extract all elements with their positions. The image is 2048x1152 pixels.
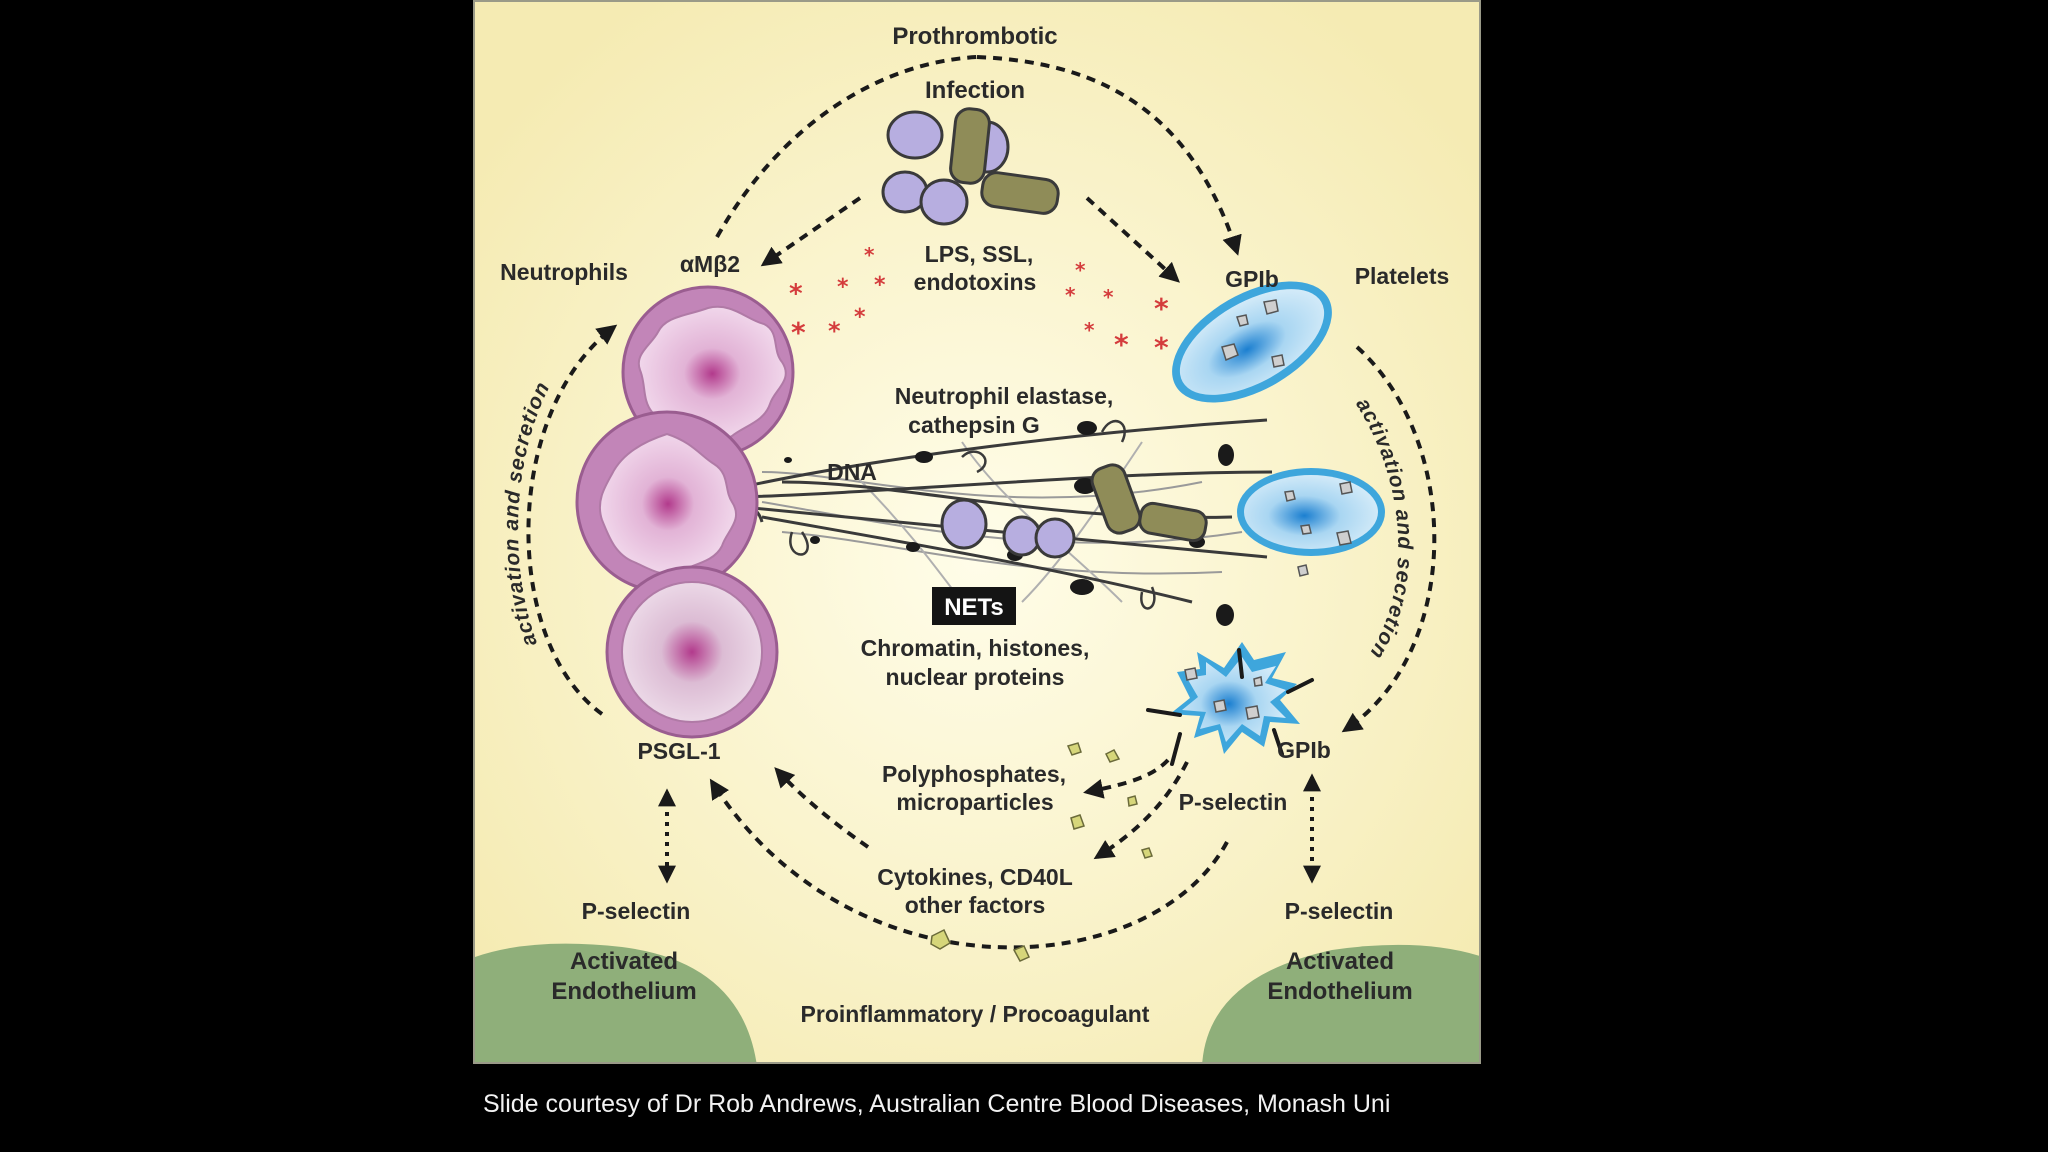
psgl1-label: PSGL-1	[637, 738, 720, 764]
cytokines-line1: Cytokines, CD40L	[877, 864, 1073, 890]
svg-text:*: *	[1154, 331, 1169, 364]
nets-badge-label: NETs	[944, 594, 1004, 621]
protease-line2: cathepsin G	[908, 412, 1040, 438]
svg-text:*: *	[791, 316, 806, 349]
prothrombotic-label: Prothrombotic	[892, 23, 1057, 50]
proinflammatory-arc	[709, 778, 1229, 950]
polyphosphates-line1: Polyphosphates,	[882, 761, 1066, 787]
endothelium-left-line2: Endothelium	[551, 978, 696, 1005]
svg-text:*: *	[837, 275, 849, 300]
nets-content-line1: Chromatin, histones,	[861, 635, 1090, 661]
gpib-bottom-label: GPIb	[1277, 737, 1331, 763]
proinflammatory-label: Proinflammatory / Procoagulant	[801, 1001, 1150, 1027]
platelet-resting-top	[1172, 281, 1332, 403]
left-pselectin-label: P-selectin	[582, 898, 691, 924]
platelet-activated	[1146, 642, 1314, 766]
svg-text:*: *	[1103, 285, 1114, 309]
svg-text:*: *	[789, 279, 803, 309]
infection-bacteria-cluster	[881, 107, 1060, 226]
platelet-resting-middle	[1237, 468, 1385, 556]
svg-text:*: *	[854, 305, 866, 330]
coccus	[886, 110, 944, 160]
trapped-bacteria	[940, 463, 1208, 559]
dna-label: DNA	[827, 459, 877, 485]
svg-text:*: *	[864, 243, 875, 267]
svg-text:*: *	[1065, 283, 1076, 307]
gpib-top-label: GPIb	[1225, 266, 1279, 292]
neutrophils-label: Neutrophils	[500, 259, 628, 285]
rod-bacterium	[949, 107, 991, 185]
platelets-label: Platelets	[1355, 263, 1450, 289]
platelet-secretion-arc	[1341, 345, 1437, 733]
svg-text:*: *	[1114, 328, 1129, 361]
polyphosphate-arrow	[1083, 758, 1170, 799]
released-particles	[930, 742, 1153, 962]
integrin-label: αMβ2	[680, 251, 740, 277]
polyphosphates-line2: microparticles	[896, 789, 1053, 815]
svg-text:*: *	[828, 317, 841, 345]
platelet-pselectin-label: P-selectin	[1179, 789, 1288, 815]
infection-to-neutrophil-arrow	[760, 196, 862, 267]
nets-badge-box	[932, 587, 1016, 625]
infection-products-line2: endotoxins	[914, 269, 1037, 295]
endothelium-right-line2: Endothelium	[1267, 978, 1412, 1005]
lps-asterisks: * * * * * * * * * * * * * *	[789, 243, 1169, 364]
endothelium-right-line1: Activated	[1286, 948, 1394, 975]
net-pathway-figure: * * * * * * * * * * * * * *	[473, 0, 1481, 1064]
loose-granule	[1297, 564, 1309, 577]
prothrombotic-arc-right	[976, 55, 1242, 256]
coccus	[919, 178, 969, 226]
right-pselectin-label: P-selectin	[1285, 898, 1394, 924]
svg-text:*: *	[1075, 258, 1086, 282]
slide-caption: Slide courtesy of Dr Rob Andrews, Austra…	[483, 1090, 1391, 1118]
infection-title: Infection	[925, 77, 1025, 104]
cytokine-arrow	[1093, 761, 1189, 860]
prothrombotic-arc-left	[715, 55, 978, 238]
neutrophil-activated-middle	[575, 410, 759, 594]
svg-text:*: *	[1154, 292, 1169, 325]
diagram-canvas: * * * * * * * * * * * * * *	[475, 2, 1479, 1062]
endothelium-left-line1: Activated	[570, 948, 678, 975]
svg-text:*: *	[1084, 318, 1095, 342]
nets-content-line2: nuclear proteins	[886, 664, 1065, 690]
protease-line1: Neutrophil elastase,	[895, 383, 1114, 409]
neutrophil-secretion-arc	[526, 324, 618, 716]
infection-to-platelet-arrow	[1085, 196, 1180, 283]
cytokines-line2: other factors	[905, 892, 1046, 918]
infection-products-line1: LPS, SSL,	[925, 241, 1034, 267]
endothelium-right-shape	[1202, 944, 1479, 1062]
svg-text:*: *	[874, 273, 886, 298]
endothelium-left-shape	[475, 943, 757, 1062]
rod-bacterium	[980, 171, 1060, 215]
neutrophil-resting	[605, 565, 779, 739]
